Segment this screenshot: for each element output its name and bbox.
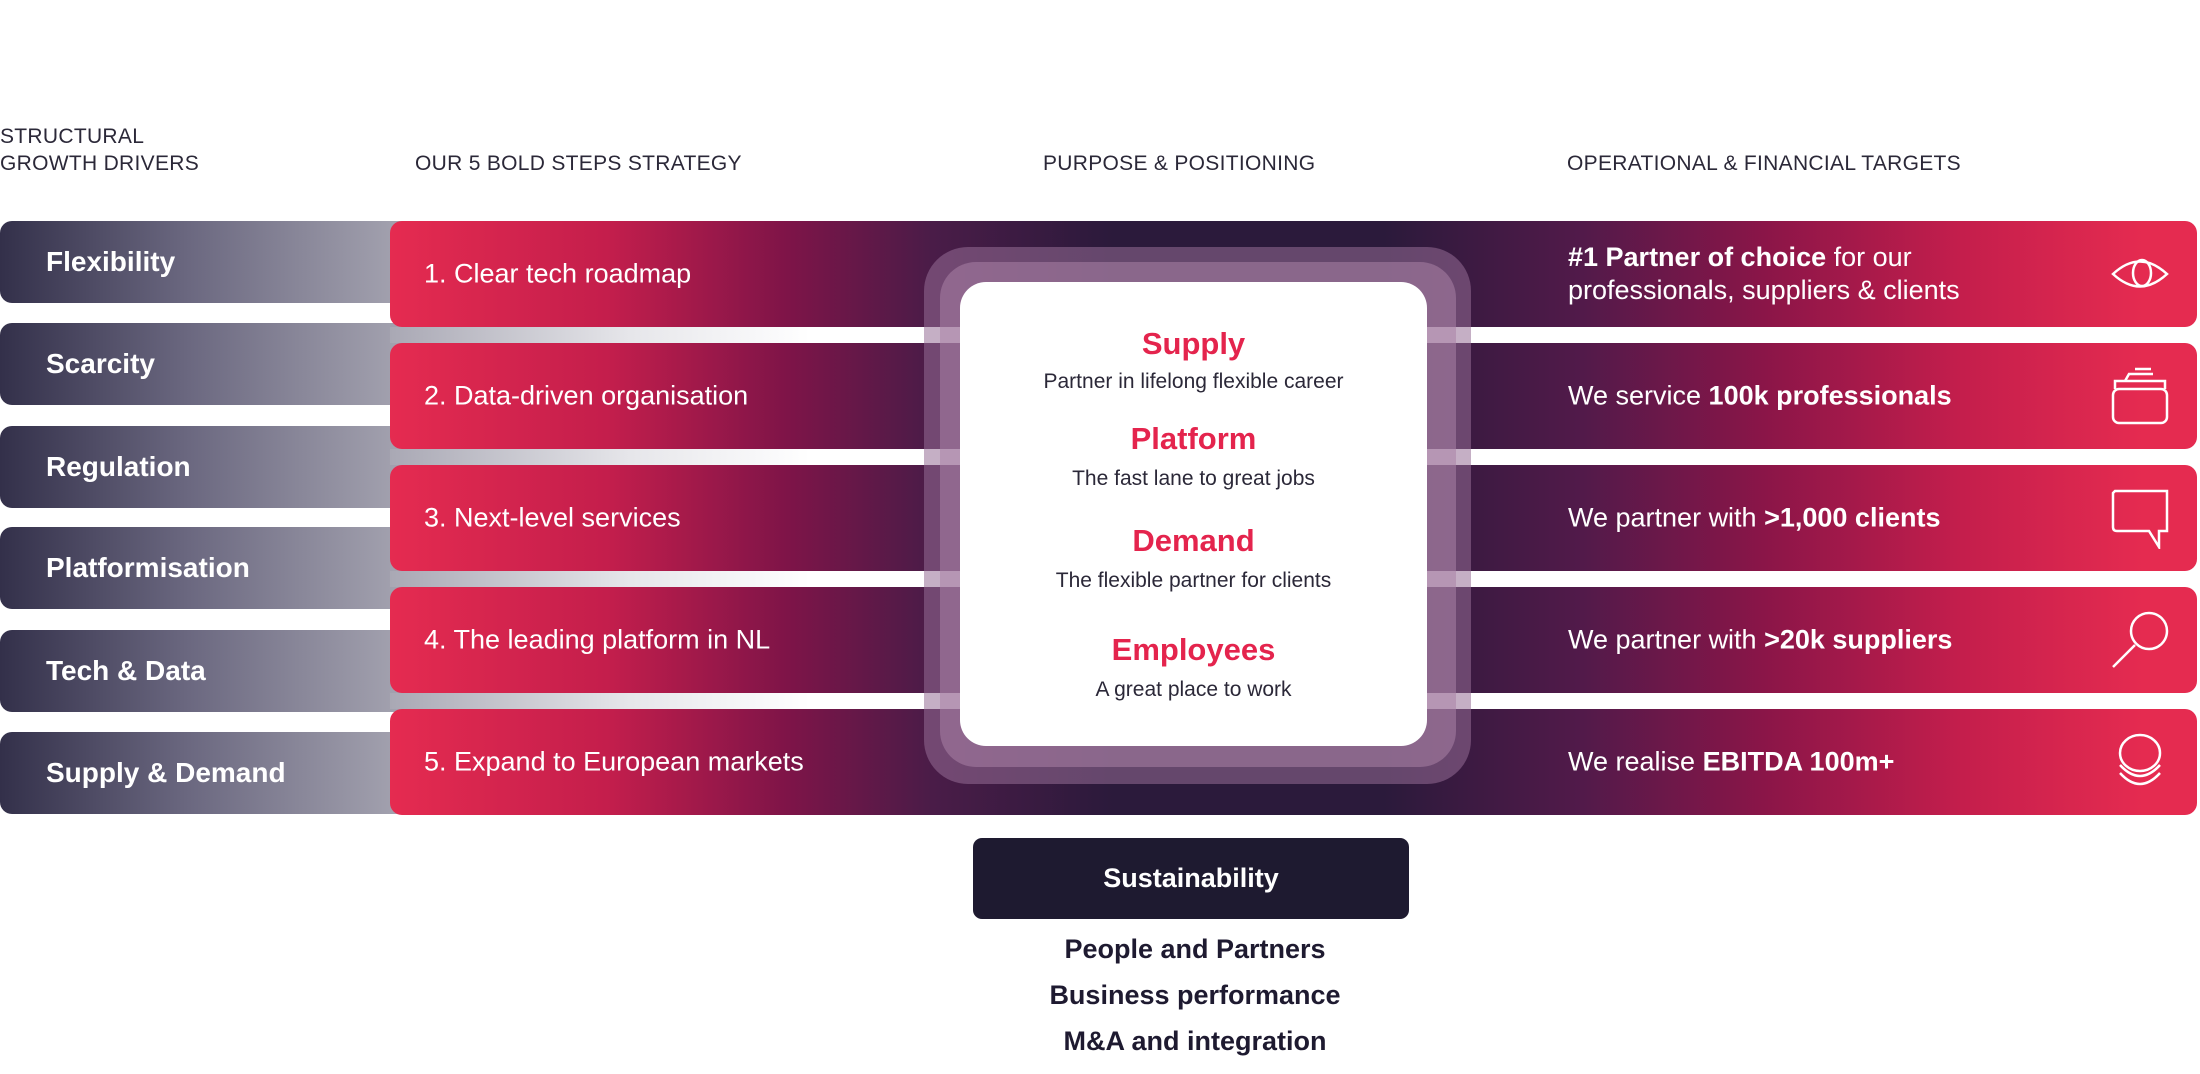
driver-supply-demand: Supply & Demand bbox=[0, 732, 420, 814]
step-label: 1. Clear tech roadmap bbox=[424, 258, 692, 289]
driver-label: Scarcity bbox=[46, 348, 155, 379]
header-strategy: OUR 5 BOLD STEPS STRATEGY bbox=[415, 152, 742, 175]
driver-scarcity: Scarcity bbox=[0, 323, 420, 405]
purpose-platform-sub: The fast lane to great jobs bbox=[1072, 467, 1315, 490]
step-label: 4. The leading platform in NL bbox=[424, 624, 771, 655]
target-text: We realise EBITDA 100m+ bbox=[1568, 746, 1894, 779]
gap-shade bbox=[390, 449, 990, 465]
target-bold: #1 Partner of choice bbox=[1568, 242, 1827, 272]
target-bold: >1,000 clients bbox=[1764, 502, 1941, 533]
step-label: 2. Data-driven organisation bbox=[424, 380, 749, 411]
purpose-supply-sub: Partner in lifelong flexible career bbox=[1043, 370, 1344, 393]
sustainability-item: M&A and integration bbox=[1063, 1026, 1327, 1056]
header-purpose: PURPOSE & POSITIONING bbox=[1043, 152, 1316, 175]
sustainability-box: Sustainability bbox=[973, 838, 1409, 919]
target-bold: 100k professionals bbox=[1708, 380, 1952, 411]
target-text: We partner with >1,000 clients bbox=[1568, 502, 1940, 535]
box-icon bbox=[2111, 367, 2169, 425]
driver-flexibility: Flexibility bbox=[0, 221, 420, 303]
target-pre: We partner with bbox=[1568, 624, 1765, 655]
purpose-demand-title: Demand bbox=[1132, 523, 1255, 558]
target-rest: for our bbox=[1826, 242, 1912, 272]
gap-shade bbox=[390, 327, 990, 343]
purpose-demand-sub: The flexible partner for clients bbox=[1055, 569, 1332, 592]
target-pre: We realise bbox=[1568, 746, 1703, 777]
header-drivers: STRUCTURAL GROWTH DRIVERS bbox=[0, 123, 199, 177]
step-label: 5. Expand to European markets bbox=[424, 746, 804, 777]
purpose-card: Supply Partner in lifelong flexible care… bbox=[960, 282, 1427, 746]
purpose-employees-sub: A great place to work bbox=[1095, 678, 1292, 701]
driver-label: Flexibility bbox=[46, 246, 176, 277]
eye-icon bbox=[2111, 258, 2169, 288]
purpose-employees-title: Employees bbox=[1111, 632, 1276, 667]
driver-label: Supply & Demand bbox=[46, 757, 286, 788]
gap-shade bbox=[390, 571, 990, 587]
driver-regulation: Regulation bbox=[0, 426, 420, 508]
purpose-supply-title: Supply bbox=[1141, 326, 1246, 361]
target-bold: EBITDA 100m+ bbox=[1702, 746, 1895, 777]
target-text: We service 100k professionals bbox=[1568, 380, 1952, 413]
header-targets: OPERATIONAL & FINANCIAL TARGETS bbox=[1567, 152, 1961, 175]
driver-tech-data: Tech & Data bbox=[0, 630, 420, 712]
target-bold: >20k suppliers bbox=[1764, 624, 1953, 655]
target-line2: professionals, suppliers & clients bbox=[1568, 275, 1960, 305]
header-drivers-line1: STRUCTURAL bbox=[0, 125, 145, 148]
gap-shade bbox=[390, 693, 990, 709]
driver-label: Tech & Data bbox=[46, 655, 206, 686]
step-label: 3. Next-level services bbox=[424, 502, 681, 533]
sustainability-item: Business performance bbox=[1049, 980, 1341, 1010]
speech-bubble-icon bbox=[2111, 489, 2169, 549]
coins-icon bbox=[2118, 733, 2162, 786]
magnifier-icon bbox=[2112, 611, 2169, 668]
target-text: We partner with >20k suppliers bbox=[1568, 624, 1952, 657]
target-pre: We partner with bbox=[1568, 502, 1765, 533]
driver-platformisation: Platformisation bbox=[0, 527, 420, 609]
sustainability-item: People and Partners bbox=[1064, 934, 1326, 964]
purpose-platform-title: Platform bbox=[1130, 421, 1257, 456]
driver-label: Regulation bbox=[46, 451, 191, 482]
header-drivers-line2: GROWTH DRIVERS bbox=[0, 152, 200, 175]
driver-label: Platformisation bbox=[46, 552, 250, 583]
target-pre: We service bbox=[1568, 380, 1709, 411]
